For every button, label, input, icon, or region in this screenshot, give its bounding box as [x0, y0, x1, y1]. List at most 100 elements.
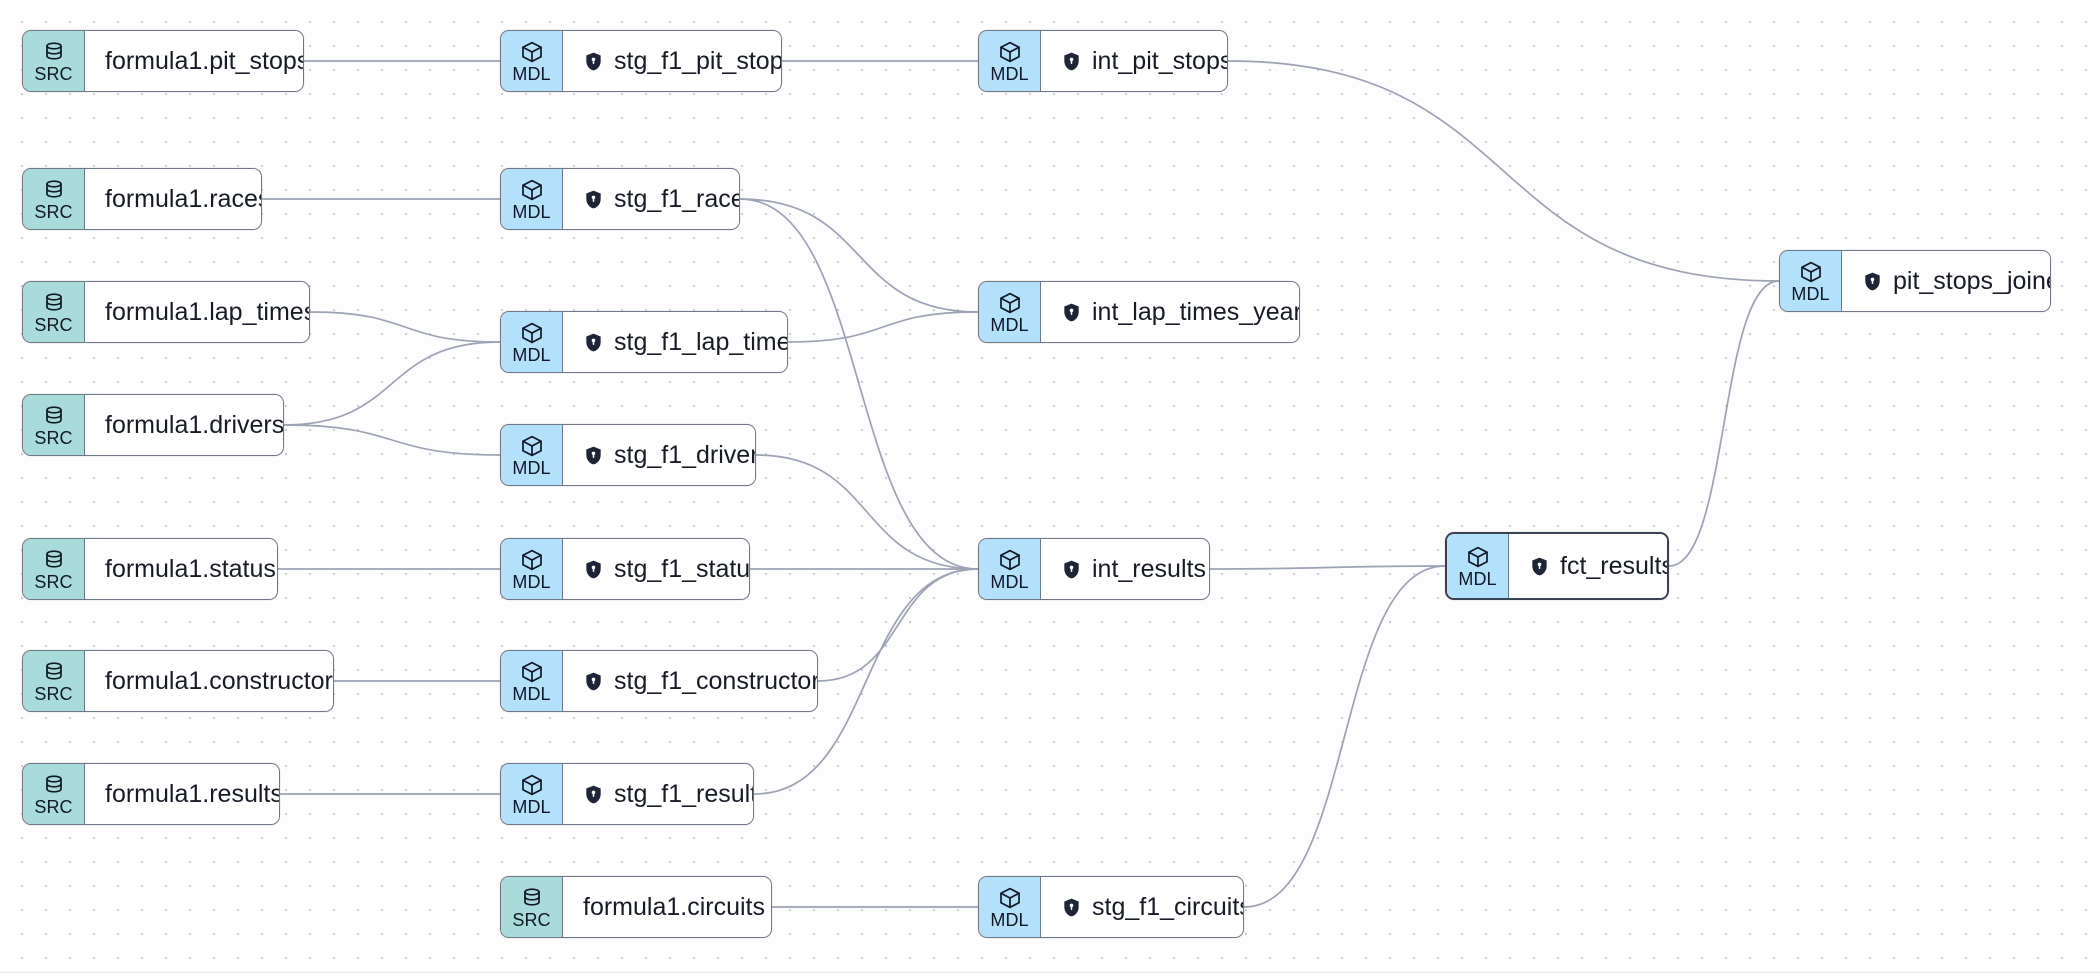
node-body: formula1.status [85, 539, 277, 599]
node-kind-badge-src: SRC [23, 764, 85, 824]
node-label: formula1.races [105, 184, 262, 213]
shield-icon [583, 784, 604, 805]
node-label: stg_f1_results [614, 779, 753, 808]
cube-icon [520, 548, 544, 572]
graph-edge-src_drivers-to-stg_drivers [283, 424, 501, 456]
cube-icon [520, 178, 544, 202]
graph-edge-stg_races-to-int_lap_times_years [739, 198, 979, 313]
graph-node-stg_circuits[interactable]: MDL stg_f1_circuits [978, 876, 1244, 938]
cube-icon [520, 434, 544, 458]
node-body: int_pit_stops [1041, 31, 1228, 91]
node-body: formula1.results [85, 764, 279, 824]
node-label: stg_f1_drivers [614, 440, 756, 469]
node-body: int_lap_times_years [1041, 282, 1299, 342]
cube-icon [1799, 260, 1823, 284]
node-body: formula1.lap_times [85, 282, 310, 342]
shield-icon [1061, 51, 1082, 72]
node-kind-label: MDL [1791, 283, 1830, 304]
graph-node-stg_races[interactable]: MDL stg_f1_races [500, 168, 740, 230]
node-label: formula1.lap_times [105, 297, 310, 326]
node-label: int_pit_stops [1092, 46, 1228, 75]
node-label: fct_results [1560, 551, 1669, 580]
graph-edge-stg_drivers-to-int_results [755, 454, 979, 570]
node-body: formula1.constructors [85, 651, 334, 711]
shield-icon [583, 445, 604, 466]
node-kind-badge-mdl: MDL [501, 169, 563, 229]
node-body: formula1.circuits [563, 877, 771, 937]
node-kind-badge-mdl: MDL [501, 31, 563, 91]
node-kind-badge-src: SRC [23, 539, 85, 599]
shield-icon [1061, 897, 1082, 918]
node-kind-badge-src: SRC [501, 877, 563, 937]
graph-edge-int_pit_stops-to-pit_stops_joined [1227, 60, 1780, 282]
node-kind-badge-mdl: MDL [1447, 534, 1509, 598]
shield-icon [583, 51, 604, 72]
graph-node-int_pit_stops[interactable]: MDL int_pit_stops [978, 30, 1228, 92]
node-body: fct_results [1509, 534, 1669, 598]
node-label: pit_stops_joined [1893, 266, 2050, 295]
node-kind-badge-mdl: MDL [501, 651, 563, 711]
graph-edge-src_drivers-to-stg_lap_times [283, 341, 501, 426]
node-body: formula1.drivers [85, 395, 283, 455]
node-kind-badge-mdl: MDL [501, 539, 563, 599]
node-kind-label: MDL [990, 909, 1029, 930]
graph-edge-stg_lap_times-to-int_lap_times_years [787, 311, 979, 343]
graph-node-stg_constructors[interactable]: MDL stg_f1_constructors [500, 650, 818, 712]
graph-node-pit_stops_joined[interactable]: MDL pit_stops_joined [1779, 250, 2051, 312]
node-kind-badge-mdl: MDL [979, 877, 1041, 937]
database-icon [42, 548, 66, 572]
node-kind-label: MDL [512, 683, 551, 704]
node-label: stg_f1_circuits [1092, 892, 1244, 921]
graph-edge-stg_circuits-to-fct_results [1243, 565, 1446, 908]
node-label: formula1.constructors [105, 666, 334, 695]
node-body: int_results [1041, 539, 1209, 599]
node-kind-label: SRC [34, 201, 73, 222]
node-kind-badge-src: SRC [23, 651, 85, 711]
node-kind-label: SRC [34, 683, 73, 704]
graph-edge-stg_races-to-int_results [739, 198, 979, 570]
graph-node-stg_pit_stops[interactable]: MDL stg_f1_pit_stops [500, 30, 782, 92]
cube-icon [998, 886, 1022, 910]
cube-icon [998, 548, 1022, 572]
node-label: stg_f1_races [614, 184, 739, 213]
node-kind-badge-mdl: MDL [979, 31, 1041, 91]
node-kind-label: SRC [34, 314, 73, 335]
node-kind-badge-src: SRC [23, 31, 85, 91]
graph-node-src_results[interactable]: SRC formula1.results [22, 763, 280, 825]
database-icon [42, 291, 66, 315]
graph-node-src_lap_times[interactable]: SRC formula1.lap_times [22, 281, 310, 343]
graph-node-src_races[interactable]: SRC formula1.races [22, 168, 262, 230]
node-body: pit_stops_joined [1842, 251, 2050, 311]
node-kind-badge-mdl: MDL [979, 282, 1041, 342]
node-label: stg_f1_pit_stops [614, 46, 782, 75]
graph-edge-stg_constructors-to-int_results [817, 568, 979, 682]
node-label: formula1.status [105, 554, 276, 583]
graph-node-src_status[interactable]: SRC formula1.status [22, 538, 278, 600]
node-kind-label: MDL [512, 571, 551, 592]
node-kind-label: SRC [34, 427, 73, 448]
graph-node-src_constructors[interactable]: SRC formula1.constructors [22, 650, 334, 712]
shield-icon [583, 559, 604, 580]
node-kind-label: SRC [34, 796, 73, 817]
graph-node-src_drivers[interactable]: SRC formula1.drivers [22, 394, 284, 456]
node-kind-badge-src: SRC [23, 395, 85, 455]
node-body: stg_f1_drivers [563, 425, 756, 485]
node-kind-label: MDL [1458, 568, 1497, 589]
shield-icon [1061, 559, 1082, 580]
graph-node-fct_results[interactable]: MDL fct_results [1445, 532, 1669, 600]
node-kind-label: MDL [512, 201, 551, 222]
node-label: int_results [1092, 554, 1206, 583]
node-label: stg_f1_constructors [614, 666, 818, 695]
shield-icon [583, 189, 604, 210]
node-body: stg_f1_lap_times [563, 312, 787, 372]
